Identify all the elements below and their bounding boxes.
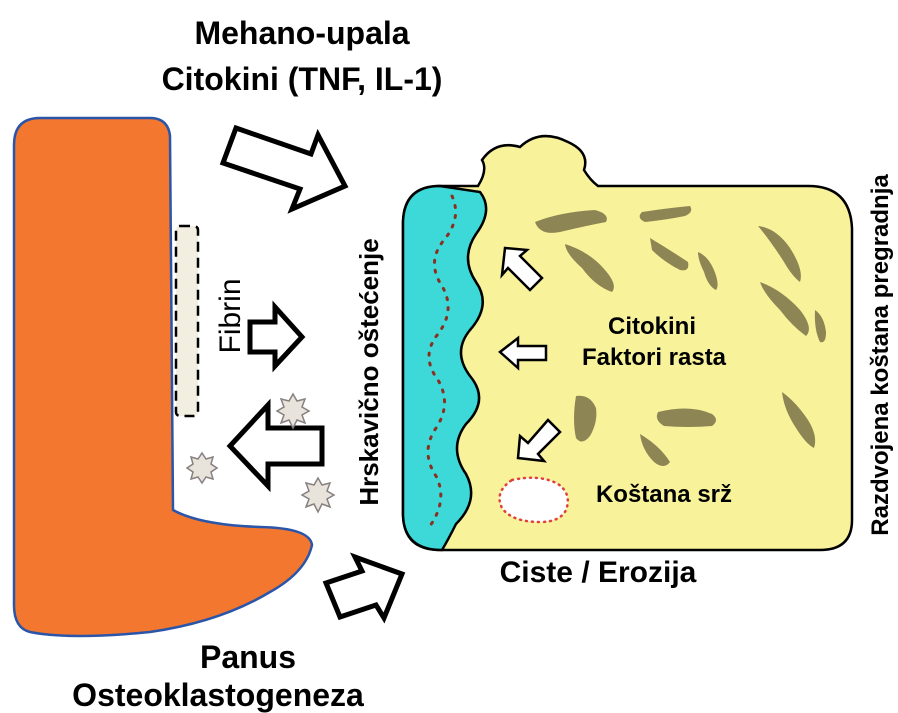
pannus-label: Panus: [200, 639, 296, 675]
osteoclastogenesis-label: Osteoklastogeneza: [72, 677, 364, 713]
arrow-left-icon: [230, 405, 322, 486]
top-label-line1: Mehano-upala: [194, 15, 409, 51]
arrow-up-right-icon: [326, 557, 402, 618]
growth-factors-label: Faktori rasta: [582, 344, 727, 371]
arrow-down-right-icon: [223, 128, 345, 209]
star-icon: [187, 453, 217, 483]
fibrin-label: Fibrin: [214, 278, 247, 353]
bone-marrow-label: Koštana srž: [596, 481, 732, 508]
cysts-erosion-label: Ciste / Erozija: [500, 556, 697, 589]
star-icon: [302, 478, 334, 512]
cytokines-label: Citokini: [608, 313, 696, 340]
pannus-tissue: [14, 118, 312, 636]
cartilage-damage-label: Hrskavično oštećenje: [354, 238, 384, 505]
arrow-right-icon: [250, 307, 302, 366]
star-icon: [277, 394, 309, 428]
bone-marrow-cavity: [500, 478, 568, 522]
remodeling-label: Razdvojena koštana pregradnja: [867, 174, 894, 536]
top-label-line2: Citokini (TNF, IL-1): [162, 61, 443, 97]
fibrin-box: [176, 226, 198, 416]
